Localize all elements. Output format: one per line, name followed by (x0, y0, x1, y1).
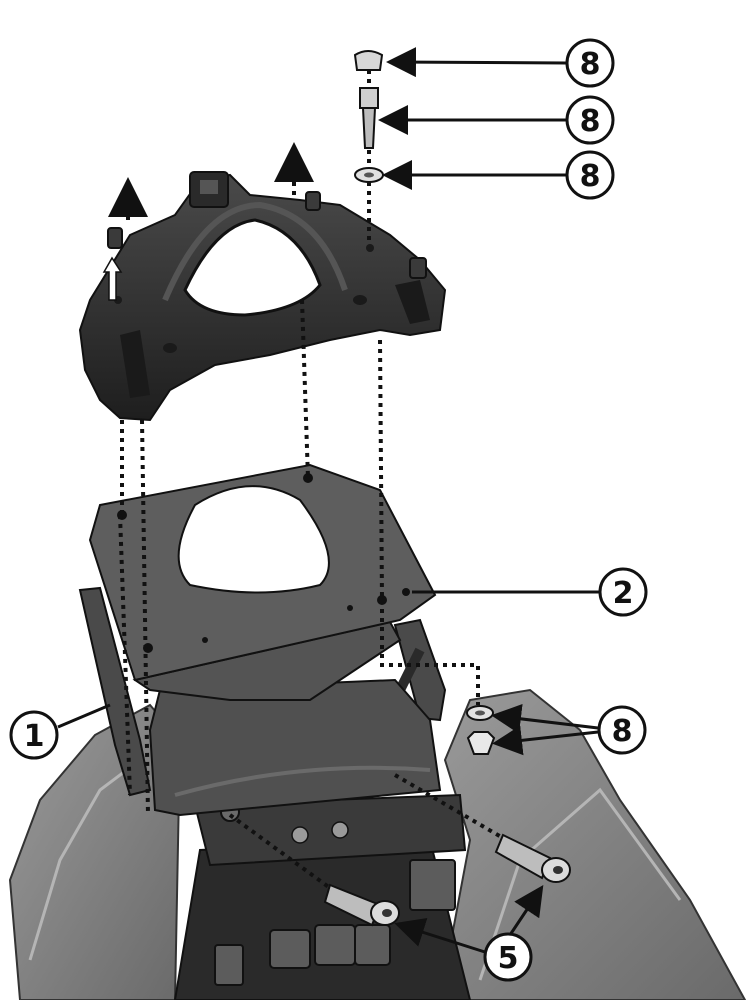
monolock-mounting-plate (78, 171, 447, 422)
removal-arrows (102, 142, 314, 301)
callout-8-nuts: 8 (597, 705, 647, 755)
svg-text:8: 8 (580, 47, 601, 82)
svg-text:2: 2 (613, 576, 634, 611)
socket-bolts (323, 833, 571, 927)
wiring-connectors (214, 859, 456, 986)
mounting-studs (107, 191, 427, 279)
white-arrow-up (102, 256, 123, 301)
callout-2: 2 (598, 567, 648, 617)
socket-bolt-left (323, 883, 400, 927)
plastic-cap (353, 50, 384, 71)
assembly-dotted-lines (118, 70, 505, 890)
socket-bolt-right (494, 833, 571, 883)
svg-text:1: 1 (24, 719, 45, 754)
svg-text:8: 8 (580, 104, 601, 139)
hex-nut (466, 731, 496, 755)
svg-text:8: 8 (580, 159, 601, 194)
spacer-bolt-shank (361, 107, 377, 149)
callout-5: 5 (483, 932, 533, 982)
callout-1: 1 (9, 710, 59, 760)
spacer-bolt-head (359, 87, 379, 109)
mounting-plate-recess (183, 218, 322, 317)
motorcycle-tail (8, 688, 747, 1000)
callout-8-top: 8 (565, 38, 615, 88)
callout-leaders (57, 47, 600, 955)
adapter-plate (88, 463, 437, 701)
svg-text:8: 8 (612, 714, 633, 749)
callout-8-lower: 8 (565, 150, 615, 200)
plate-cutout (177, 485, 330, 594)
rear-frame (78, 586, 447, 817)
callout-8-middle: 8 (565, 95, 615, 145)
hardware-set-top (353, 50, 384, 183)
hardware-nuts (466, 705, 496, 755)
subframe-bracket (193, 793, 467, 867)
svg-text:5: 5 (498, 941, 519, 976)
